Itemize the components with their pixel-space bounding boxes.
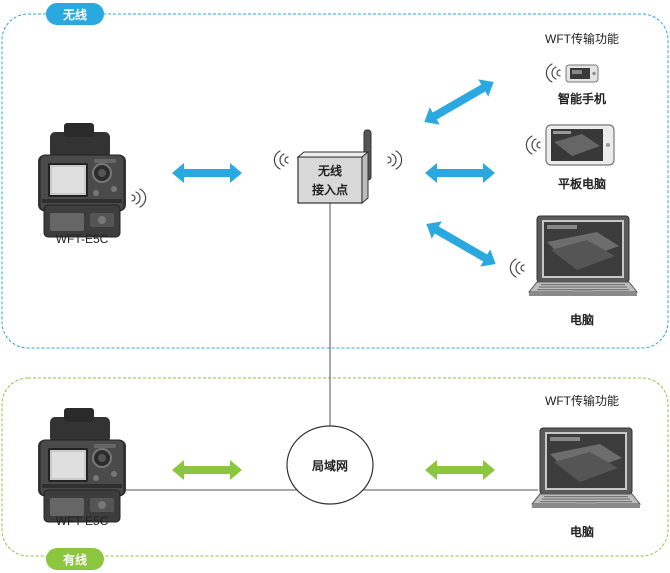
access-point-label-line2: 接入点 [312,182,348,197]
wireless-camera-label: WFT-E5C [56,232,109,246]
access-point-icon: 无线 接入点 [296,129,372,205]
wireless-section-tag: 无线 [46,3,104,25]
wireless-computer-label: 电脑 [570,312,594,327]
wireless-section-box [1,13,669,349]
lan-label: 局域网 [312,458,348,473]
access-point-label-line1: 无线 [317,163,342,178]
double-arrow-icon [172,79,496,267]
laptop-icon [531,427,641,509]
double-arrow-icon [172,460,495,480]
wired-computer-label: 电脑 [570,524,594,539]
laptop-icon [528,215,638,297]
wireless-tag-label: 无线 [62,7,87,22]
camera-icon [37,407,127,523]
wired-tag-label: 有线 [63,552,87,567]
signal-waves-icon [273,150,289,170]
tablet-label: 平板电脑 [558,176,606,191]
signal-waves-icon [387,150,403,170]
wired-section-tag: 有线 [46,548,104,570]
signal-waves-icon [509,258,525,278]
camera-icon [37,122,127,238]
wired-camera-label: WFT-E5C [56,514,109,528]
tablet-icon [545,124,615,166]
smartphone-label: 智能手机 [557,91,606,106]
lan-node: 局域网 [286,425,374,505]
signal-waves-icon [131,188,147,208]
signal-waves-icon [545,63,561,83]
signal-waves-icon [525,135,541,155]
wired-function-title: WFT传输功能 [545,393,619,408]
smartphone-icon [565,64,599,83]
wired-section-box [1,377,669,557]
wireless-function-title: WFT传输功能 [545,31,619,46]
